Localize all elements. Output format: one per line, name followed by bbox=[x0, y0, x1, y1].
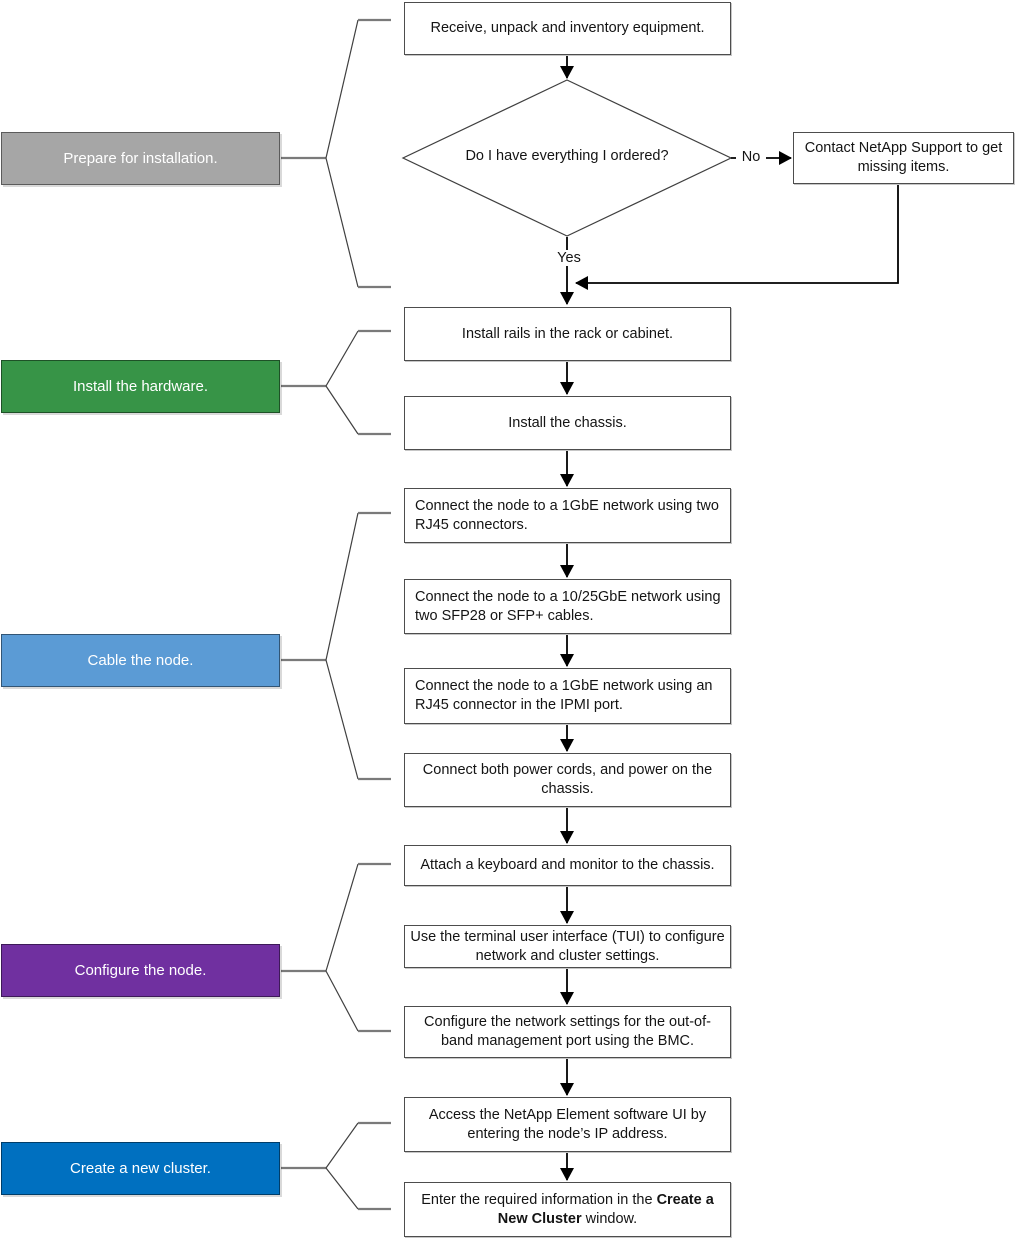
phase-box-configure: Configure the node. bbox=[1, 944, 280, 997]
edge-label-yes: Yes bbox=[552, 250, 586, 266]
step-box-create-cluster: Enter the required information in the Cr… bbox=[404, 1182, 731, 1237]
step-label-post: window. bbox=[581, 1210, 638, 1227]
step-box-use-tui: Use the terminal user interface (TUI) to… bbox=[404, 925, 731, 968]
bracket-cluster bbox=[281, 1121, 391, 1211]
phase-label-cluster: Create a new cluster. bbox=[70, 1160, 211, 1177]
flow-arrows bbox=[560, 56, 899, 1181]
step-label: Attach a keyboard and monitor to the cha… bbox=[420, 857, 715, 873]
step-box-install-rails: Install rails in the rack or cabinet. bbox=[404, 307, 731, 361]
step-box-receive: Receive, unpack and inventory equipment. bbox=[404, 2, 731, 55]
step-box-configure-bmc: Configure the network settings for the o… bbox=[404, 1006, 731, 1058]
edge-label-no: No bbox=[736, 149, 766, 165]
step-label-pre: Enter the required information in the bbox=[421, 1191, 657, 1208]
bracket-hardware bbox=[281, 329, 391, 436]
phase-label-cable: Cable the node. bbox=[87, 652, 194, 669]
phase-brackets bbox=[281, 18, 391, 1211]
step-label: Connect the node to a 1GbE network using… bbox=[415, 678, 713, 713]
step-label: Connect the node to a 10/25GbE network u… bbox=[415, 588, 721, 624]
step-box-install-chassis: Install the chassis. bbox=[404, 396, 731, 450]
bracket-cable bbox=[281, 511, 391, 781]
phase-box-hardware: Install the hardware. bbox=[1, 360, 280, 413]
phase-box-cable: Cable the node. bbox=[1, 634, 280, 687]
phase-label-prepare: Prepare for installation. bbox=[63, 150, 218, 167]
step-box-access-element-ui: Access the NetApp Element software UI by… bbox=[404, 1097, 731, 1152]
step-box-cable-sfp: Connect the node to a 10/25GbE network u… bbox=[404, 579, 731, 634]
step-label: Install rails in the rack or cabinet. bbox=[461, 325, 674, 342]
phase-label-configure: Configure the node. bbox=[74, 962, 207, 979]
step-label: Contact NetApp Support to get missing it… bbox=[804, 140, 1003, 175]
step-box-attach-keyboard: Attach a keyboard and monitor to the cha… bbox=[404, 845, 731, 886]
bracket-configure bbox=[281, 862, 391, 1033]
phase-label-hardware: Install the hardware. bbox=[72, 378, 209, 395]
step-box-contact-support: Contact NetApp Support to get missing it… bbox=[793, 132, 1014, 184]
step-label: Connect both power cords, and power on t… bbox=[422, 762, 713, 797]
phase-box-prepare: Prepare for installation. bbox=[1, 132, 280, 185]
decision-diamond bbox=[401, 79, 733, 237]
bracket-prepare bbox=[281, 18, 391, 289]
step-label: Connect the node to a 1GbE network using… bbox=[415, 497, 719, 533]
step-label: Access the NetApp Element software UI by… bbox=[428, 1106, 707, 1142]
phase-box-cluster: Create a new cluster. bbox=[1, 1142, 280, 1195]
step-label: Use the terminal user interface (TUI) to… bbox=[410, 928, 725, 964]
step-box-cable-rj45: Connect the node to a 1GbE network using… bbox=[404, 488, 731, 543]
step-label: Install the chassis. bbox=[508, 414, 627, 431]
step-box-cable-ipmi: Connect the node to a 1GbE network using… bbox=[404, 668, 731, 724]
step-label: Receive, unpack and inventory equipment. bbox=[430, 20, 705, 36]
decision-question: Do I have everything I ordered? bbox=[465, 148, 669, 164]
feedback-line-contact-to-flow bbox=[575, 185, 899, 290]
step-box-power-on: Connect both power cords, and power on t… bbox=[404, 753, 731, 807]
step-label: Enter the required information in the Cr… bbox=[409, 1191, 726, 1229]
step-label: Configure the network settings for the o… bbox=[424, 1014, 711, 1049]
step-label-bold: Create a New Cluster bbox=[497, 1191, 714, 1227]
